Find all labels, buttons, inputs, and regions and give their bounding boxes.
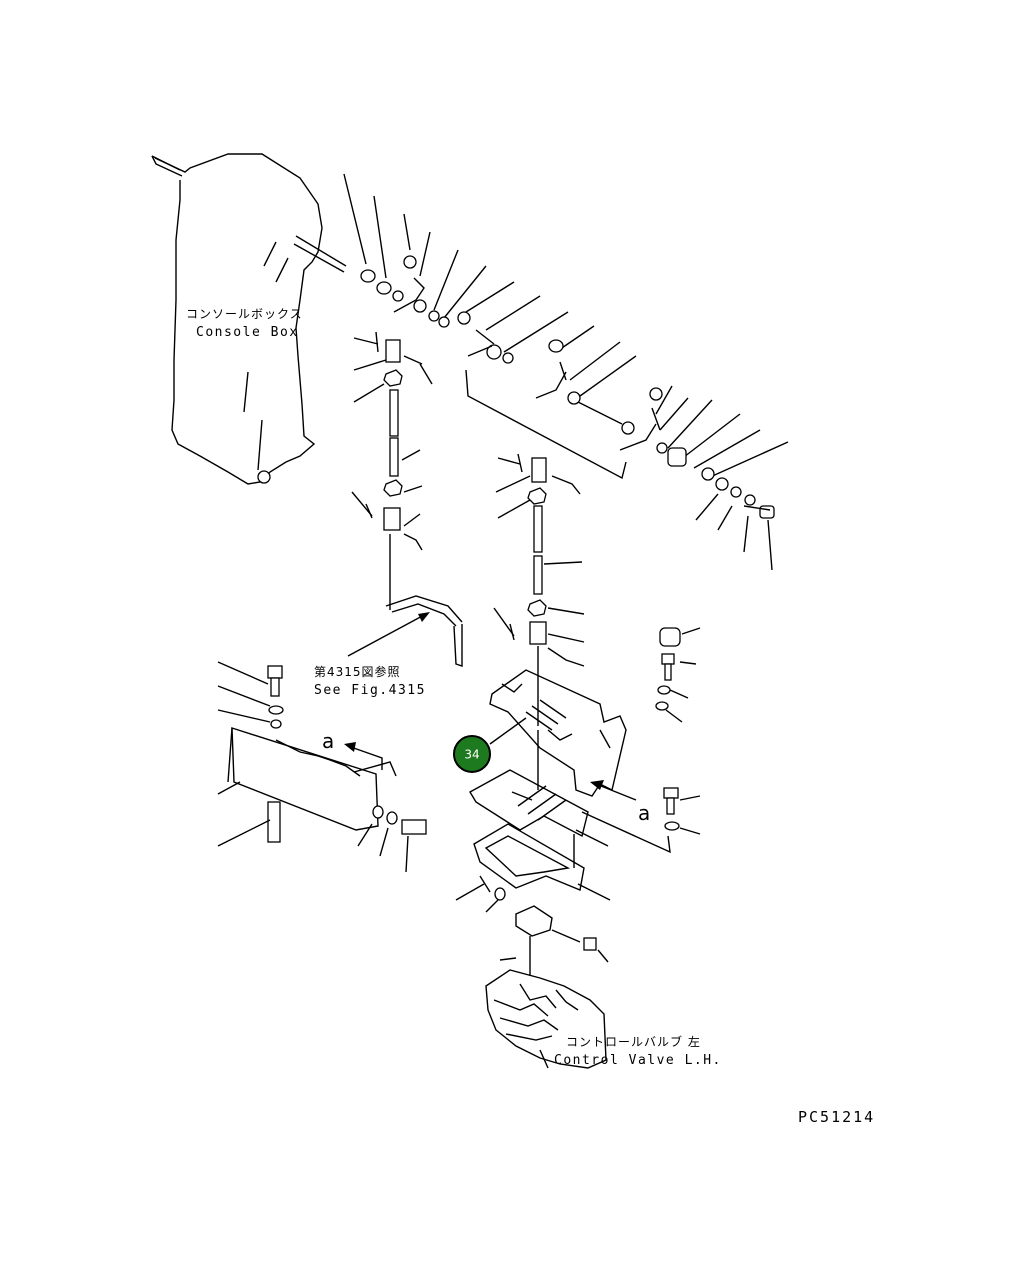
cover-plates (455, 669, 627, 976)
see-fig-arrowhead (418, 612, 430, 622)
callout-34[interactable]: 34 (453, 717, 527, 773)
left-rod-assembly (351, 331, 463, 667)
see-fig-label: See Fig.4315 (314, 683, 426, 698)
callout-34-number: 34 (464, 748, 479, 762)
right-hardware (581, 627, 701, 854)
control-valve-jp-label: コントロールバルブ 左 (566, 1034, 701, 1049)
left-housing (217, 661, 427, 873)
console-box-label: Console Box (196, 325, 299, 340)
figure-code: PC51214 (798, 1108, 875, 1126)
console-box (151, 153, 347, 485)
arrow-a-right-line (595, 783, 637, 801)
callout-34-marker[interactable] (453, 735, 491, 773)
section-a-right: a (638, 801, 650, 825)
section-a-left: a (322, 729, 334, 753)
see-fig-leader (347, 613, 427, 657)
arrow-a-left-head (344, 742, 356, 752)
control-valve-label: Control Valve L.H. (554, 1053, 722, 1068)
console-box-jp-label: コンソールボックス (186, 307, 303, 321)
center-rod-assembly (493, 453, 585, 726)
arrow-a-left-line (347, 745, 383, 770)
control-valve (485, 957, 607, 1069)
see-fig-jp-label: 第4315図参照 (314, 664, 401, 679)
arrow-a-right-head (590, 780, 604, 790)
upper-linkage (343, 173, 789, 571)
